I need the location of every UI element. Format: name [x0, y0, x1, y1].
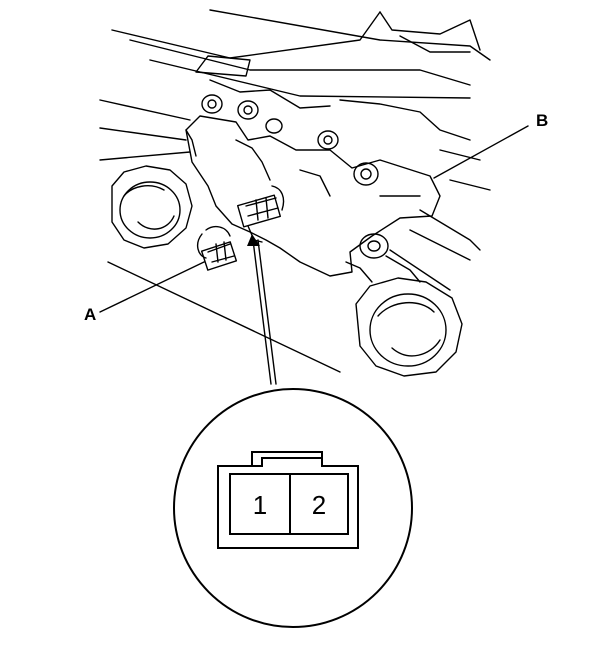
pin-2-cavity [289, 473, 349, 535]
lead-lines [99, 125, 529, 385]
detail-circle [173, 388, 413, 628]
right-boot [345, 233, 463, 377]
connector-a [196, 225, 238, 271]
detail-leader-1 [252, 239, 272, 385]
left-boot [111, 165, 193, 249]
connector-detail [217, 451, 359, 549]
engine-body-outline [99, 9, 491, 291]
callout-b: B [536, 111, 549, 130]
detail-arrow [247, 234, 260, 246]
housing-bosses [201, 94, 339, 150]
bracket-b [185, 115, 441, 277]
connector-housing [217, 451, 359, 549]
pin-1-label: 1 [253, 490, 267, 520]
leader-b [433, 125, 529, 179]
pin-2-label: 2 [312, 490, 326, 520]
bracket-connector [237, 185, 285, 243]
leader-a [99, 261, 205, 313]
detail-leader-2 [257, 239, 277, 385]
callout-a: A [84, 305, 97, 324]
connector-latch [252, 457, 322, 467]
